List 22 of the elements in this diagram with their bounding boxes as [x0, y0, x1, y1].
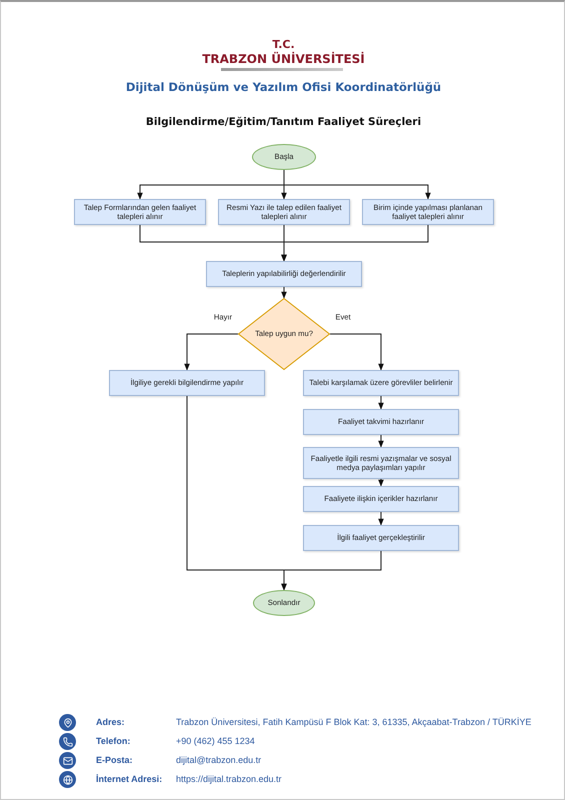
contact-value: https://dijital.trabzon.edu.tr	[176, 774, 282, 784]
university-name: T.C.	[272, 38, 295, 51]
arrow	[378, 434, 384, 448]
contact-value: dijital@trabzon.edu.tr	[176, 755, 262, 765]
arrow	[184, 334, 238, 371]
office-name: Dijital Dönüşüm ve Yazılım Ofisi Koordinatörlüğü	[126, 80, 442, 94]
arrow	[281, 224, 428, 262]
arrow	[281, 550, 382, 591]
diagram-title: Bilgilendirme/Eğitim/Tanıtım Faaliyet Süreçleri	[146, 116, 422, 128]
contact-value: Trabzon Üniversitesi, Fatih Kampüsü F Blok Kat: 3, 61335, Akçaabat-Trabzon / TÜRKİYE	[176, 717, 532, 727]
contact-label: Telefon:	[96, 736, 130, 746]
arrow	[378, 396, 384, 410]
arrow	[281, 286, 287, 299]
contact-value: +90 (462) 455 1234	[176, 736, 255, 746]
arrow	[284, 170, 431, 200]
contact-label: Adres:	[96, 717, 125, 727]
arrow	[378, 512, 384, 526]
contact-label: İnternet Adresi:	[96, 774, 162, 784]
contact-label: E-Posta:	[96, 755, 133, 765]
arrow	[330, 334, 384, 371]
arrow	[378, 478, 384, 487]
university-name: TRABZON ÜNİVERSİTESİ	[202, 52, 365, 66]
